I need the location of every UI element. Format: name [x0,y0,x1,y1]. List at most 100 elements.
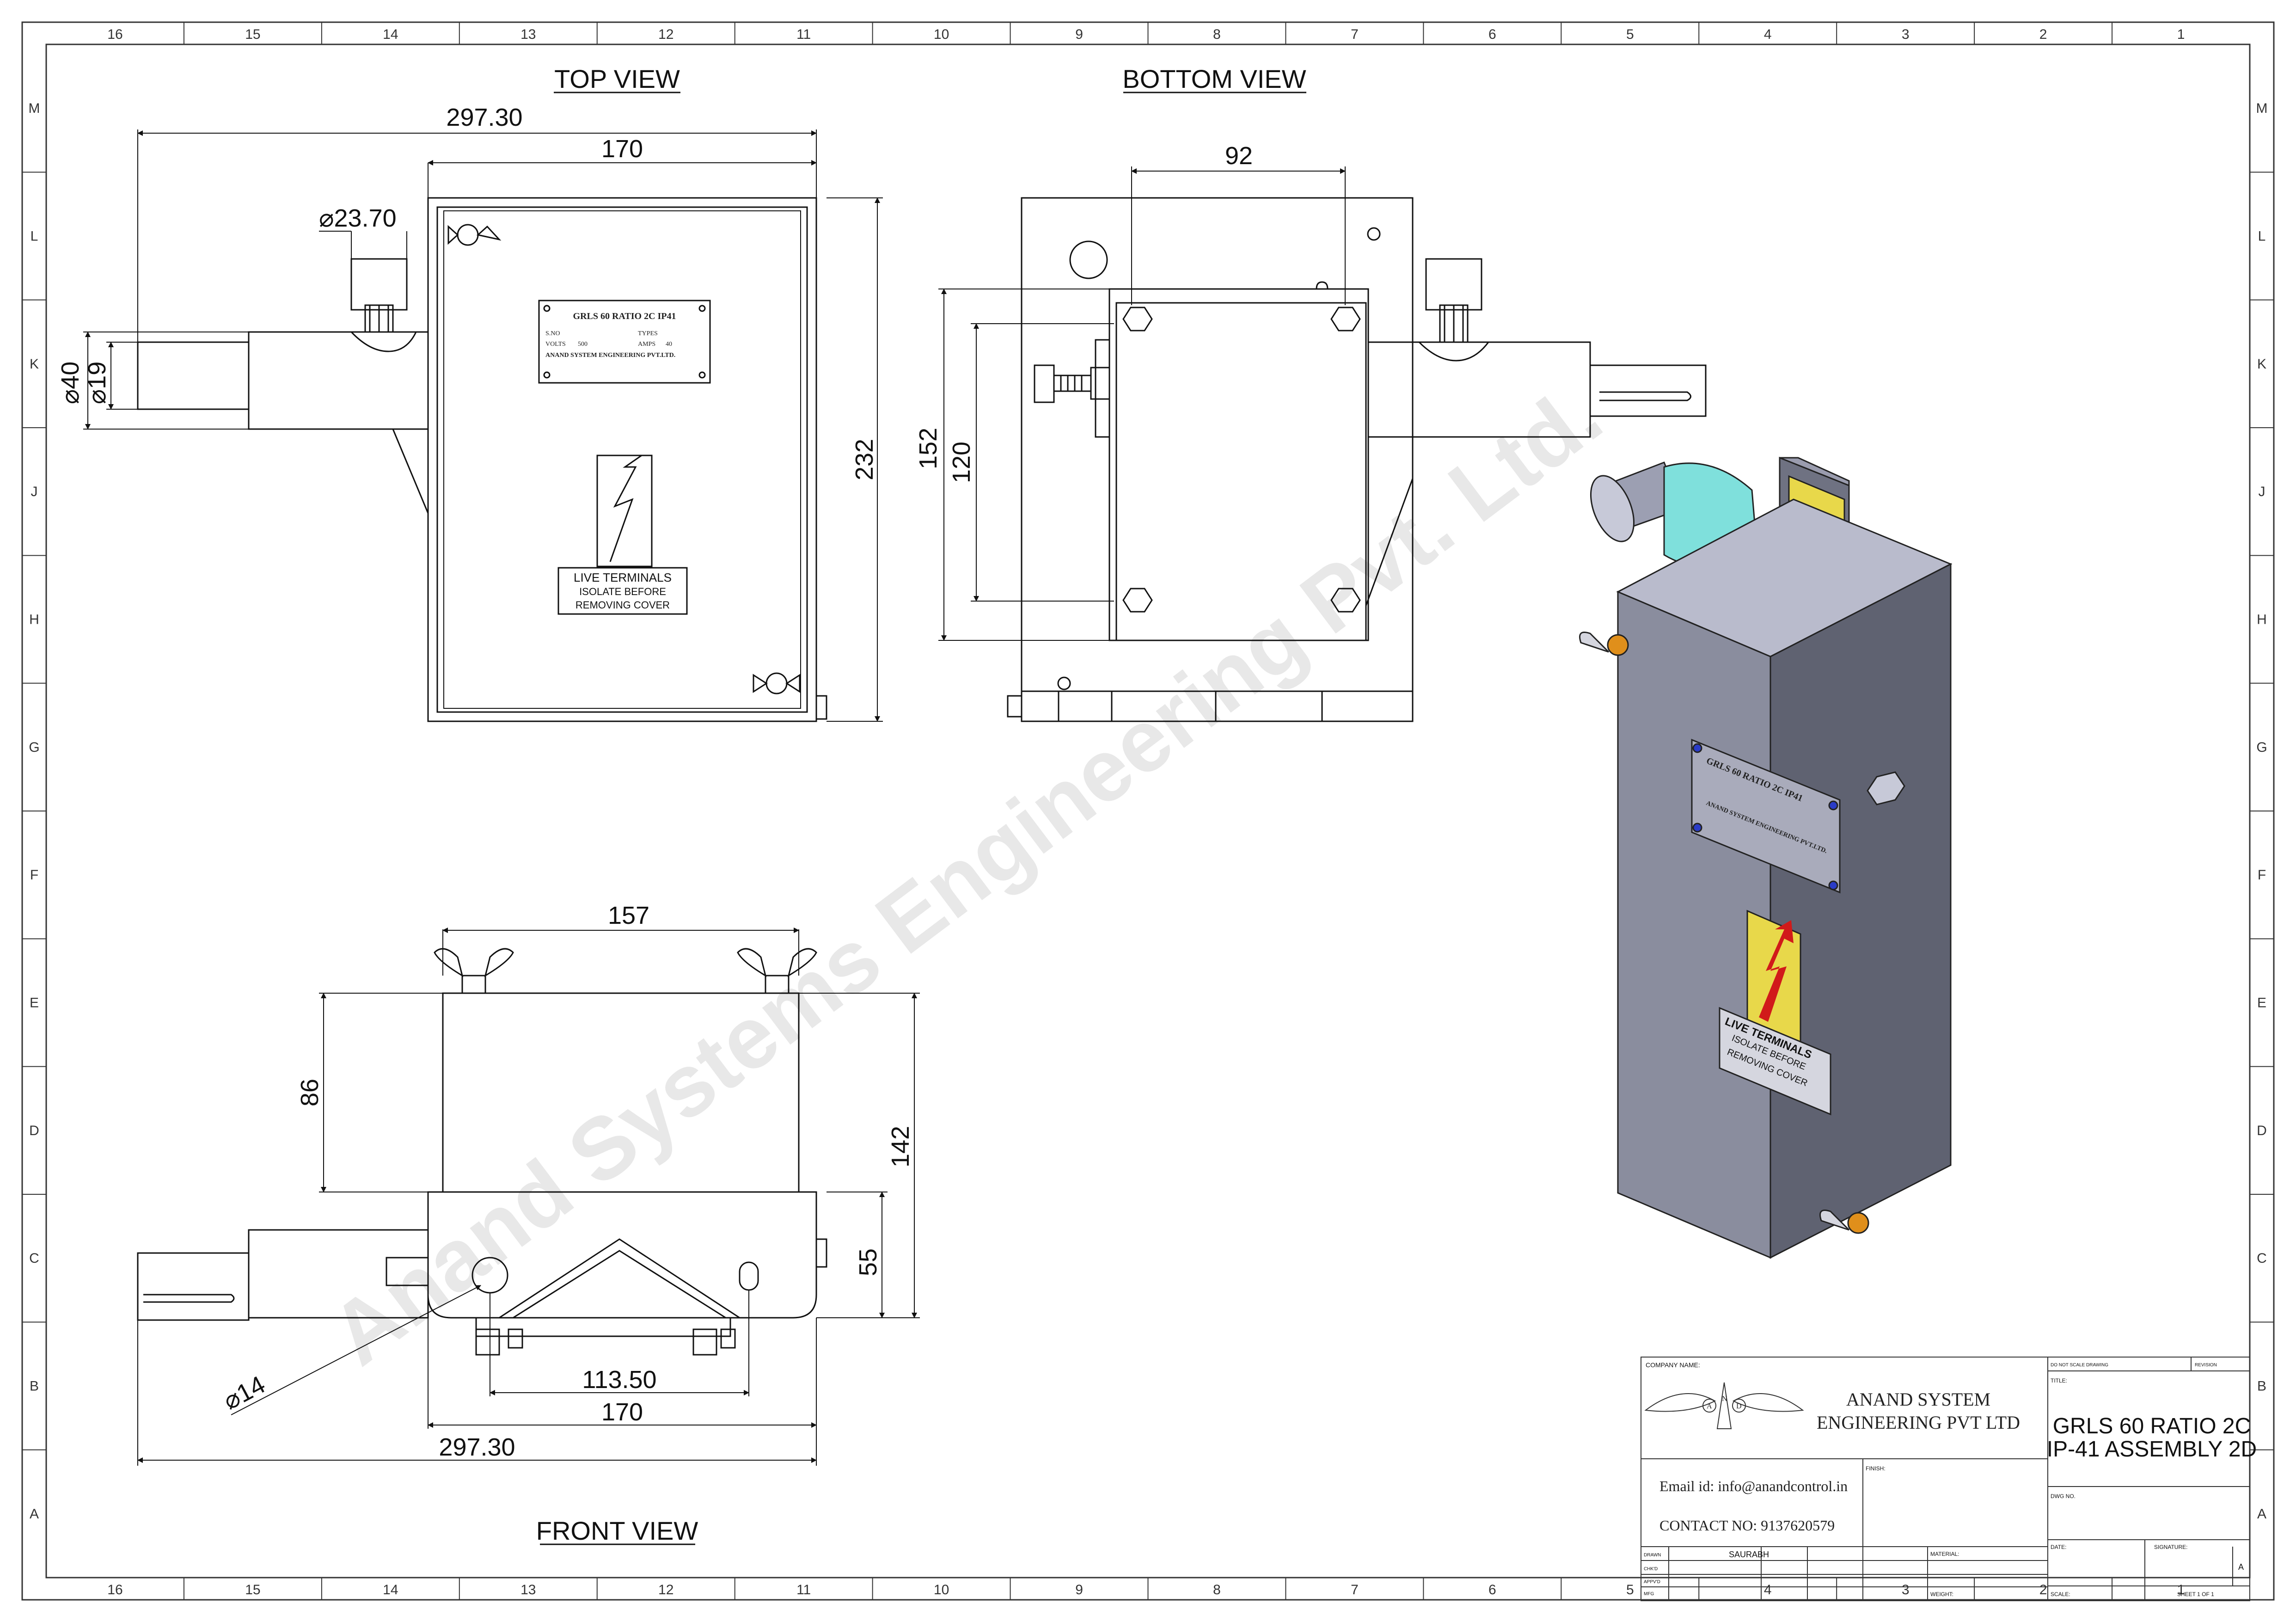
row-label: A [30,1506,39,1522]
nameplate-types: TYPES [638,330,658,337]
column-label: 16 [107,27,122,42]
tb-finish-label: FINISH: [1866,1465,1886,1472]
tb-logo-right: D [1736,1402,1742,1410]
warning-line2: ISOLATE BEFORE [579,586,666,597]
row-label: G [2256,740,2267,755]
tb-scale-label: SCALE: [2051,1591,2070,1597]
column-label: 13 [520,1582,536,1597]
row-label: K [2257,356,2266,372]
column-label: 6 [1488,1582,1496,1597]
dim-top-height: 232 [851,439,878,480]
column-label: 5 [1626,1582,1634,1597]
row-label: B [2257,1379,2266,1394]
row-label: A [2257,1506,2266,1522]
tb-company-line2: ENGINEERING PVT LTD [1817,1412,2020,1433]
column-label: 15 [245,1582,260,1597]
dim-bottom-width: 92 [1225,142,1253,170]
bottom-view: BOTTOM VIEW [1007,64,1707,722]
tb-sheet-label: SHEET 1 OF 1 [2177,1591,2214,1597]
column-label: 3 [1902,1582,1910,1597]
column-label: 14 [383,1582,398,1597]
tb-scale-note: DO NOT SCALE DRAWING [2051,1363,2108,1368]
front-view: FRONT VIEW [137,948,827,1545]
column-label: 5 [1626,27,1634,42]
dim-front-55: 55 [854,1248,882,1276]
column-label: 12 [658,1582,673,1597]
row-label: C [2257,1251,2267,1266]
dim-bottom-h120: 120 [948,442,975,483]
dim-top-knob-dia: ⌀23.70 [319,204,397,232]
warning-line1: LIVE TERMINALS [574,571,672,584]
row-label: M [29,101,40,116]
row-label: L [31,229,38,244]
dim-front-142: 142 [887,1126,914,1167]
nameplate-title: GRLS 60 RATIO 2C IP41 [573,311,676,321]
tb-appvd-label: APPV'D [1644,1579,1660,1585]
nameplate-amps-label: AMPS [638,341,655,348]
dim-top-body: 170 [601,135,643,163]
column-label: 8 [1213,1582,1221,1597]
isometric-view [1579,456,1953,1259]
dim-front-113: 113.50 [582,1366,656,1394]
column-label: 14 [383,27,398,42]
dim-top-dia19: ⌀19 [83,362,111,405]
top-view-dimensions [83,129,883,722]
column-label: 12 [658,27,673,42]
dim-front-86: 86 [296,1079,324,1106]
row-label: H [29,612,39,627]
column-label: 9 [1075,1582,1083,1597]
column-label: 7 [1351,27,1359,42]
top-view-dimension-labels: 297.30 170 ⌀23.70 232 ⌀40 ⌀19 [56,104,878,480]
front-view-dimension-labels: 157 86 142 55 113.50 170 297.30 ⌀14 [219,902,914,1461]
tb-drawn-name: SAURABH [1729,1550,1769,1559]
tb-chkd-label: CHK'D [1644,1567,1658,1572]
tb-dwg-label: DWG NO. [2051,1493,2076,1499]
column-label: 6 [1488,27,1496,42]
tb-title-line2: IP-41 ASSEMBLY 2D [2047,1437,2257,1462]
front-view-dimensions [137,928,920,1466]
column-label: 16 [107,1582,122,1597]
nameplate-volts: 500 [578,341,588,348]
dim-front-dia14: ⌀14 [219,1370,269,1415]
top-lightning-sign [596,455,653,567]
tb-drawn-label: DRAWN [1644,1553,1661,1558]
column-label: 4 [1764,27,1772,42]
column-label: 11 [796,1582,811,1597]
row-label: E [30,995,39,1011]
tb-material-label: MATERIAL: [1930,1551,1959,1557]
warning-line3: REMOVING COVER [576,599,670,611]
tb-contact: CONTACT NO: 9137620579 [1659,1517,1835,1534]
row-label: J [31,484,38,499]
row-label: D [2257,1123,2267,1138]
front-view-title: FRONT VIEW [536,1516,698,1545]
row-label: M [2256,101,2268,116]
column-label: 11 [796,27,811,42]
tb-title-line1: GRLS 60 RATIO 2C [2053,1414,2251,1438]
column-label: 8 [1213,27,1221,42]
dim-top-overall: 297.30 [446,104,522,131]
nameplate-volts-label: VOLTS [545,341,566,348]
top-view: TOP VIEW [137,64,827,722]
tb-size: A [2238,1562,2244,1572]
tb-signature-label: SIGNATURE: [2154,1544,2187,1550]
nameplate-sno: S.NO [545,330,560,337]
tb-company-label: COMPANY NAME: [1646,1361,1700,1369]
row-label: G [29,740,39,755]
column-label: 3 [1902,27,1910,42]
row-label: C [29,1251,39,1266]
nameplate-amps: 40 [666,341,672,348]
top-view-title: TOP VIEW [554,64,680,93]
tb-date-label: DATE: [2051,1544,2066,1550]
column-label: 2 [2039,1582,2047,1597]
dim-front-297: 297.30 [439,1433,515,1461]
row-label: K [30,356,39,372]
column-label: 4 [1764,1582,1772,1597]
bottom-view-dimension-labels: 92 152 120 [914,142,1253,483]
bottom-view-title: BOTTOM VIEW [1122,64,1306,93]
tb-revision-label: REVISION [2195,1363,2217,1368]
